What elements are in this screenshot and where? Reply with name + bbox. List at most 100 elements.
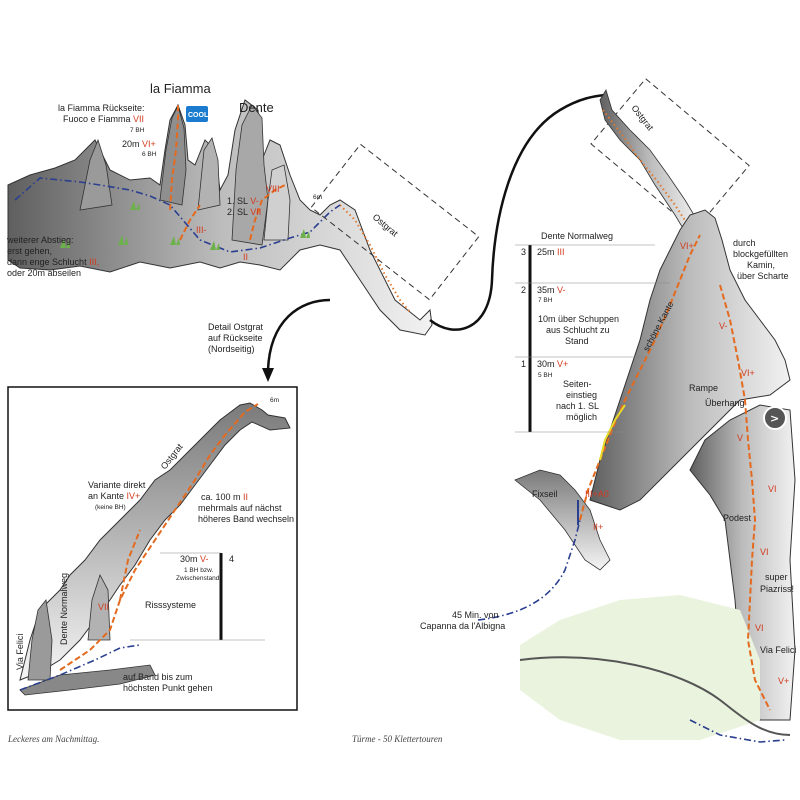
fiamma-route-name: Fuoco e Fiamma VII [63, 114, 144, 124]
right-route-yellow-variant [599, 404, 626, 461]
pitch1-num: 1 [521, 359, 526, 369]
right-valley-meadow [520, 595, 760, 740]
right-via-felici: Via Felici [760, 645, 796, 655]
approach-line1: 45 Min. von [452, 610, 499, 620]
seiten-line3: nach 1. SL [556, 401, 599, 411]
inset-pitch-ruler [130, 552, 265, 641]
caption-right: Türme - 50 Klettertouren [352, 734, 443, 744]
grass-tufts [60, 201, 310, 250]
kamin-line1: durch [733, 238, 756, 248]
pitch-20m-bolts: 6 BH [142, 151, 157, 158]
page-next-button[interactable]: > [763, 406, 787, 430]
connector-arrow-icon [262, 368, 274, 382]
inset-pitch-info2: Zwischenstand [176, 575, 220, 582]
variante-line1: Variante direkt [88, 480, 146, 490]
grade-VI-2: VI [760, 547, 769, 557]
chevron-right-icon: > [770, 412, 779, 425]
pitch-20m: 20m VI+ [122, 139, 156, 149]
fiamma-bolts: 7 BH [130, 127, 145, 134]
right-route-felici [719, 284, 771, 711]
right-topo: Ostgrat Dente Normalweg 3 25m III 2 35m … [420, 78, 796, 743]
kamin-line4: über Scharte [737, 271, 789, 281]
variante-line2: an Kante IV+ [88, 491, 140, 501]
abstieg-line1: weiterer Abstieg: [6, 235, 74, 245]
pitch1-bolts: 5 BH [538, 372, 553, 379]
seiten-line1: Seiten- [563, 379, 592, 389]
grade-II: II [243, 252, 248, 262]
label-ueberhang: Überhang [705, 398, 745, 408]
grade-VI-plus-mid: VI+ [741, 368, 755, 378]
abstieg-line3: dann enge Schlucht III, [7, 257, 99, 267]
inset-label-6m: 6m [270, 397, 279, 404]
pitch3-len: 25m III [537, 247, 565, 257]
ca-line1: ca. 100 m II [201, 492, 248, 502]
table-title: Dente Normalweg [541, 231, 613, 241]
tower-left-small [79, 138, 113, 211]
inset-pitch-num: 4 [229, 554, 234, 564]
grade-VI-plus-top: VI+ [680, 241, 694, 251]
route-dente-normalweg [249, 184, 286, 241]
pitch3-num: 3 [521, 247, 526, 257]
left-topo: la Fiamma Dente la Fiamma Rückseite: Fuo… [6, 81, 606, 382]
pillar-VIII [263, 164, 291, 241]
ca-line2: mehrmals auf nächst [198, 503, 282, 513]
right-ostgrat-rock [599, 89, 701, 241]
right-main-rock [589, 209, 791, 511]
grade-V: V [737, 433, 743, 443]
right-label-ostgrat: Ostgrat [629, 103, 655, 133]
grade-II-plus: II+ [593, 522, 603, 532]
cool-badge [186, 106, 208, 122]
grade-VI-3: VI [755, 623, 764, 633]
inset-route [59, 403, 259, 671]
tower-fiamma [159, 104, 187, 206]
inset-ridge-rock [19, 402, 291, 681]
inset-grade-VII: VII [98, 602, 109, 612]
detail-line1: Detail Ostgrat [208, 322, 264, 332]
detail-line2: auf Rückseite [208, 333, 263, 343]
label-ostgrat-top: Ostgrat [371, 212, 400, 239]
seiten-line2: einstieg [566, 390, 597, 400]
left-ridge-rock [7, 99, 433, 336]
right-pitch-rules [515, 244, 670, 433]
inset-ostgrat-detail: Ostgrat 6m Variante direkt an Kante IV+ … [7, 386, 298, 711]
inset-base-rocks [19, 664, 156, 696]
right-left-slab [514, 469, 611, 571]
approach-line2: Capanna da l'Albigna [420, 621, 505, 631]
abstieg-line2: erst gehen, [7, 246, 52, 256]
label-rampe: Rampe [689, 383, 718, 393]
ca-line3: höheres Band wechseln [198, 514, 294, 524]
inset-pitch-info1: 1 BH bzw. [184, 567, 213, 574]
schuppen-line3: Stand [565, 336, 589, 346]
grade-V-plus: V+ [778, 676, 789, 686]
right-lower-rock [689, 404, 796, 721]
pitch-sl2: 2. SL VII [227, 207, 261, 217]
dashed-callout-box [310, 143, 480, 301]
right-approach-road [689, 719, 786, 743]
route-III-minus [179, 204, 201, 241]
inset-dente-normalweg: Dente Normalweg [59, 573, 69, 645]
route-fiamma [169, 105, 179, 211]
grade-VIII: VIII [266, 184, 280, 194]
band-line1: auf Band bis zum [123, 672, 193, 682]
grade-V-minus: V- [719, 321, 728, 331]
inset-pillar-mid [87, 573, 111, 641]
inset-risssysteme: Risssysteme [145, 600, 196, 610]
super-line2: Piazriss! [760, 584, 794, 594]
super-line1: super [765, 572, 788, 582]
pitch1-len: 30m V+ [537, 359, 568, 369]
schuppen-line2: aus Schlucht zu [546, 325, 610, 335]
grade-III-minus: III- [196, 225, 207, 235]
variante-line3: (keine BH) [95, 504, 126, 511]
inset-pitch-len: 30m V- [180, 554, 209, 564]
label-6m: 6m [313, 194, 322, 201]
schuppen-line1: 10m über Schuppen [538, 314, 619, 324]
connector-to-inset [266, 298, 331, 371]
right-road [519, 656, 791, 736]
grade-III-A0: III+A0 [585, 489, 609, 499]
caption-left: Leckeres am Nachmittag. [7, 734, 99, 744]
label-fixseil: Fixseil [532, 489, 558, 499]
inset-route-variant [119, 529, 141, 601]
right-approach [477, 519, 581, 621]
label-dente: Dente [239, 100, 274, 115]
pitch2-num: 2 [521, 285, 526, 295]
